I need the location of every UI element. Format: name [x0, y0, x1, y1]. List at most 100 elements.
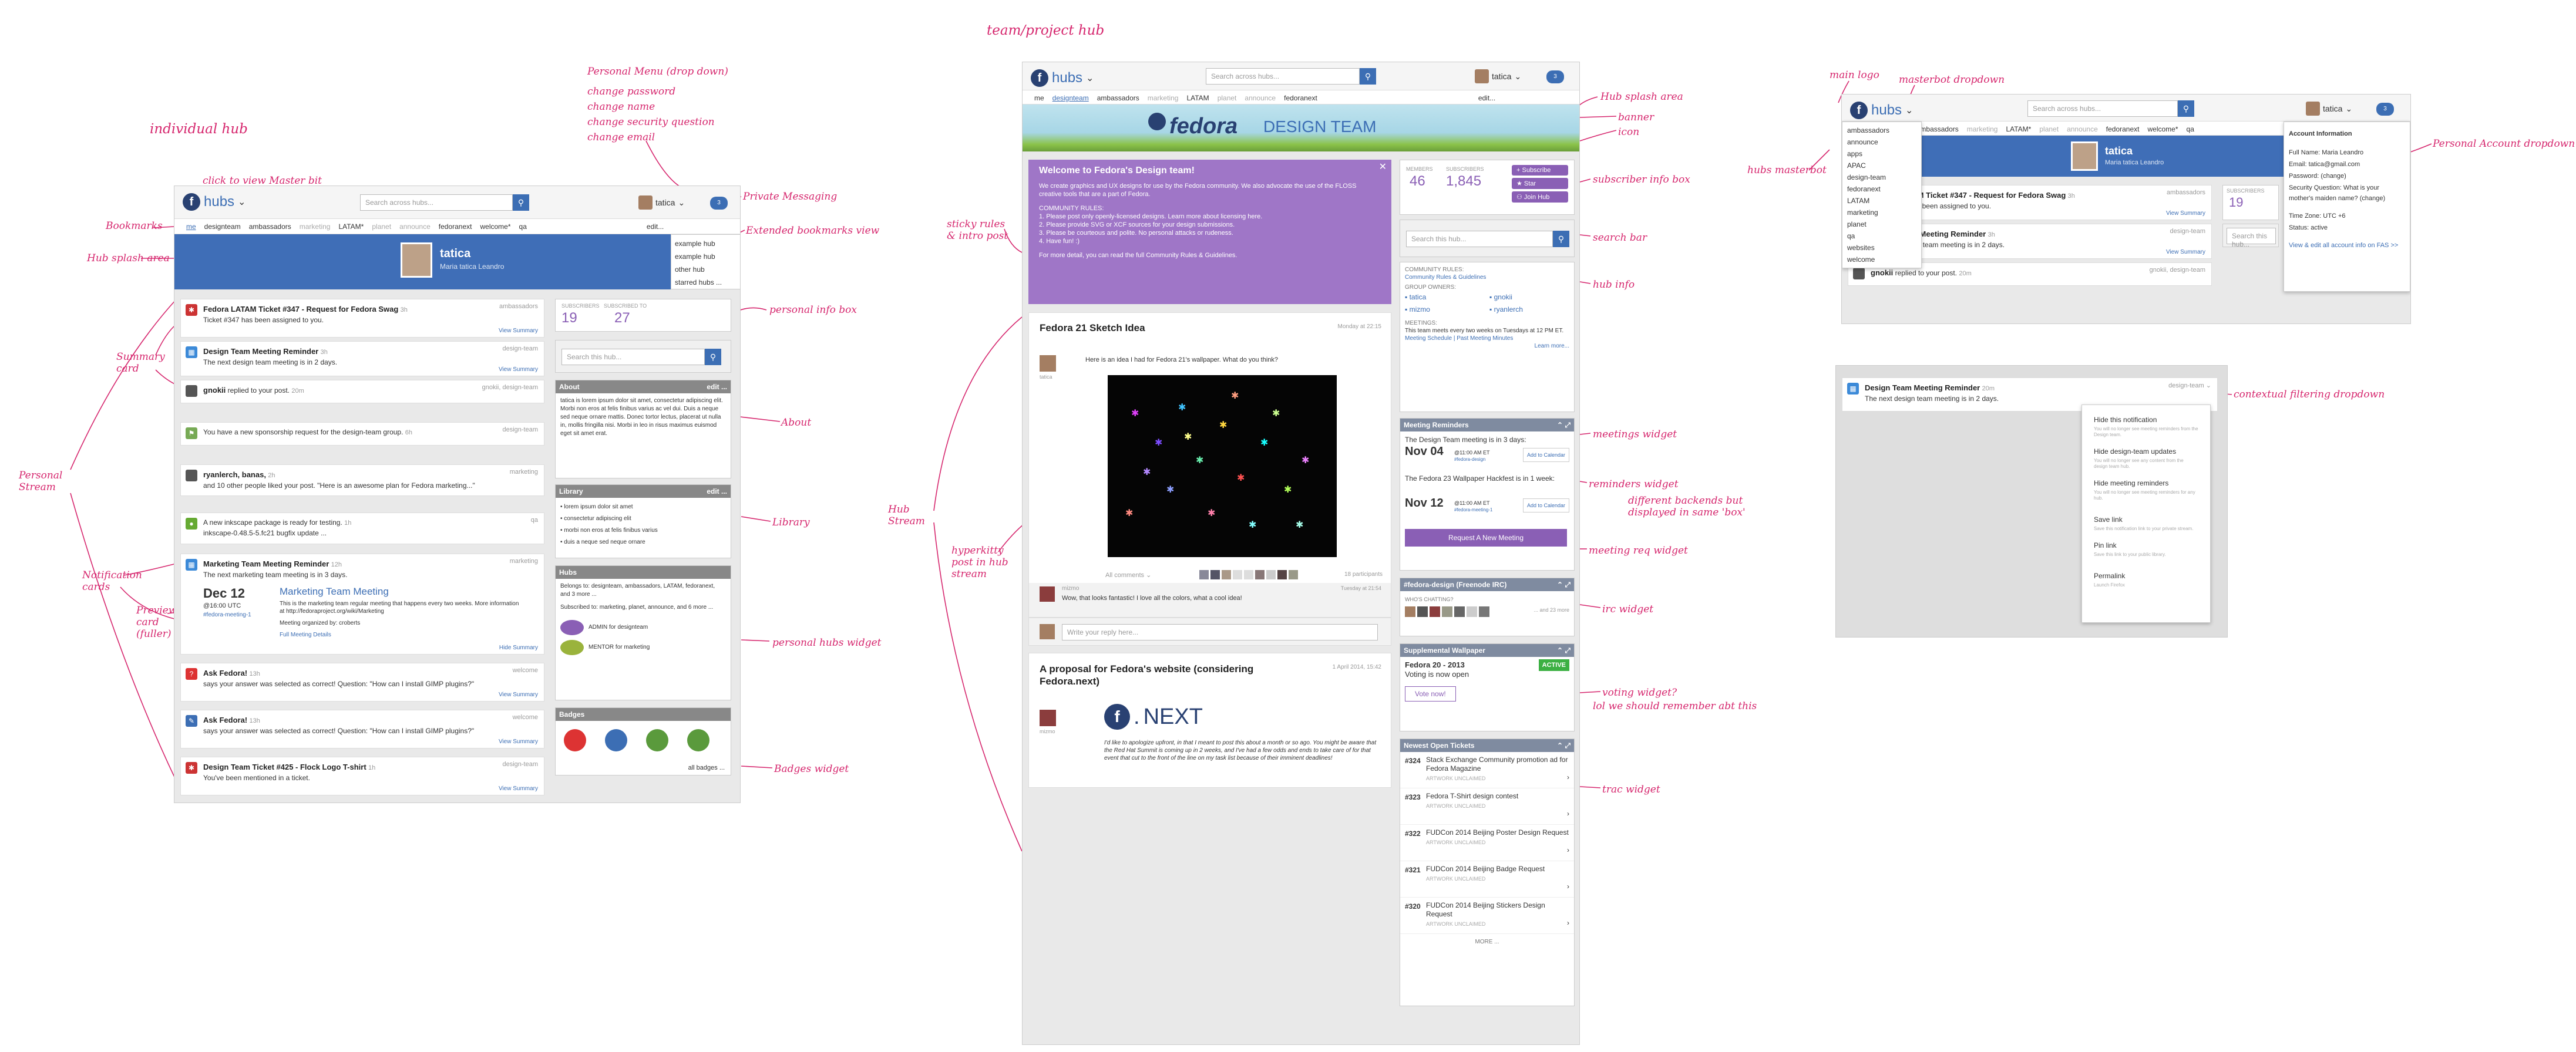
card-tag[interactable]: gnokii, design-team	[2149, 267, 2205, 274]
bookmark-announce[interactable]: announce	[2067, 125, 2098, 133]
bookmark-qa[interactable]: qa	[2186, 125, 2194, 133]
post-title[interactable]: Fedora 21 Sketch Idea	[1040, 322, 1145, 333]
preview-title[interactable]: Marketing Team Meeting	[280, 586, 389, 597]
meeting-links[interactable]: Meeting Schedule | Past Meeting Minutes	[1405, 335, 1514, 342]
post-title[interactable]: A proposal for Fedora's website (conside…	[1040, 663, 1254, 687]
notification-card[interactable]: ✱ Design Team Ticket #425 - Flock Logo T…	[180, 757, 544, 795]
all-badges-link[interactable]: all badges ...	[688, 764, 725, 771]
notification-card[interactable]: ⚑ You have a new sponsorship request for…	[180, 422, 544, 446]
ext-bookmark-3[interactable]: other hub	[675, 265, 705, 274]
bookmark-welcome[interactable]: welcome*	[480, 222, 511, 231]
bookmark-fedoranext[interactable]: fedoranext	[2106, 125, 2140, 133]
owner-item[interactable]: ▪ ryanlerch	[1489, 305, 1523, 313]
chevron-right-icon[interactable]: ›	[1567, 846, 1569, 854]
subscribe-button[interactable]: + Subscribe	[1512, 165, 1568, 176]
bookmark-me[interactable]: me	[1034, 94, 1044, 102]
card-tag[interactable]: marketing	[509, 558, 538, 565]
card-tag[interactable]: welcome	[512, 714, 538, 721]
account-line[interactable]: Password: (change)	[2289, 173, 2346, 180]
user-menu[interactable]: tatica⌄	[1475, 69, 1521, 83]
library-item[interactable]: • lorem ipsum dolor sit amet	[560, 504, 633, 510]
search-input[interactable]: Search across hubs...	[2027, 100, 2178, 117]
bookmark-ambassadors[interactable]: ambassadors	[248, 222, 291, 231]
masterbot-item[interactable]: apps	[1847, 150, 1863, 158]
masterbot-item[interactable]: marketing	[1847, 208, 1878, 217]
badge-icon[interactable]	[564, 729, 586, 751]
collapse-icon[interactable]: ⌃ ⤢	[1557, 581, 1571, 589]
card-tag[interactable]: design-team	[502, 426, 538, 433]
bookmark-ambassadors[interactable]: ambassadors	[1916, 125, 1959, 133]
bookmark-latam[interactable]: LATAM*	[2006, 125, 2032, 133]
hub-search-input[interactable]: Search this hub...	[561, 349, 705, 365]
card-tag[interactable]: qa	[530, 517, 538, 524]
hub-search-input[interactable]: Search this hub...	[2227, 228, 2276, 247]
masterbot-item[interactable]: design-team	[1847, 173, 1886, 181]
about-edit[interactable]: edit ...	[707, 383, 727, 391]
search-icon[interactable]: ⚲	[2178, 100, 2194, 117]
view-summary-link[interactable]: View Summary	[498, 739, 538, 745]
bookmarks-edit[interactable]: edit...	[646, 222, 664, 231]
card-tag[interactable]: welcome	[512, 667, 538, 674]
search-icon[interactable]: ⚲	[513, 194, 529, 211]
masterbot-item[interactable]: qa	[1847, 232, 1855, 240]
ext-bookmark-4[interactable]: starred hubs ...	[675, 278, 722, 286]
card-tag[interactable]: design-team ⌄	[2168, 382, 2211, 389]
chevron-right-icon[interactable]: ›	[1567, 919, 1569, 927]
view-summary-link[interactable]: View Summary	[2165, 249, 2205, 255]
view-summary-link[interactable]: View Summary	[498, 692, 538, 698]
bookmark-ambassadors[interactable]: ambassadors	[1097, 94, 1139, 102]
bookmark-fedoranext[interactable]: fedoranext	[438, 222, 472, 231]
ext-bookmark-1[interactable]: example hub	[675, 240, 715, 248]
bookmark-designteam[interactable]: designteam	[1052, 94, 1089, 102]
add-to-calendar-button[interactable]: Add to Calendar	[1522, 448, 1569, 462]
view-summary-link[interactable]: View Summary	[498, 785, 538, 792]
badge-icon[interactable]	[605, 729, 627, 751]
vote-button[interactable]: Vote now!	[1405, 686, 1456, 702]
community-rules-link[interactable]: Community Rules & Guidelines	[1405, 274, 1487, 281]
join-button[interactable]: ⚇ Join Hub	[1512, 191, 1568, 203]
hub-search-input[interactable]: Search this hub...	[1406, 231, 1553, 247]
masterbot-item[interactable]: APAC	[1847, 161, 1866, 170]
bookmark-marketing[interactable]: marketing	[1966, 125, 1998, 133]
card-tag[interactable]: marketing	[509, 468, 538, 476]
star-button[interactable]: ★ Star	[1512, 178, 1568, 189]
hide-summary-link[interactable]: Hide Summary	[499, 645, 538, 651]
irc-more[interactable]: ... and 23 more	[1534, 607, 1569, 613]
bookmark-designteam[interactable]: designteam	[204, 222, 241, 231]
ext-bookmark-2[interactable]: example hub	[675, 252, 715, 261]
collapse-icon[interactable]: ⌃ ⤢	[1557, 421, 1571, 429]
chevron-right-icon[interactable]: ›	[1567, 810, 1569, 818]
reminder-channel[interactable]: #fedora-meeting-1	[1454, 507, 1493, 512]
bookmark-marketing[interactable]: marketing	[1147, 94, 1179, 102]
card-tag[interactable]: design-team	[502, 761, 538, 768]
bookmark-me[interactable]: me	[186, 222, 196, 231]
view-summary-link[interactable]: View Summary	[498, 328, 538, 334]
badge-icon[interactable]	[687, 729, 709, 751]
reply-input[interactable]: Write your reply here...	[1062, 624, 1378, 640]
learn-more-link[interactable]: Learn more...	[1534, 343, 1569, 349]
masterbot-item[interactable]: websites	[1847, 244, 1875, 252]
bookmark-latam[interactable]: LATAM	[1186, 94, 1209, 102]
masterbot-item[interactable]: announce	[1847, 138, 1878, 146]
more-tickets-link[interactable]: MORE ...	[1475, 939, 1499, 945]
card-tag[interactable]: ambassadors	[2166, 189, 2205, 196]
chevron-right-icon[interactable]: ›	[1567, 882, 1569, 891]
masterbot-item[interactable]: fedoranext	[1847, 185, 1881, 193]
owner-item[interactable]: ▪ tatica	[1405, 293, 1427, 301]
badge-icon[interactable]	[646, 729, 668, 751]
bookmark-latam[interactable]: LATAM*	[338, 222, 364, 231]
reminder-channel[interactable]: #fedora-design	[1454, 457, 1486, 462]
bookmark-planet[interactable]: planet	[372, 222, 392, 231]
owner-item[interactable]: ▪ mizmo	[1405, 305, 1430, 313]
library-item[interactable]: • duis a neque sed neque ornare	[560, 539, 645, 545]
